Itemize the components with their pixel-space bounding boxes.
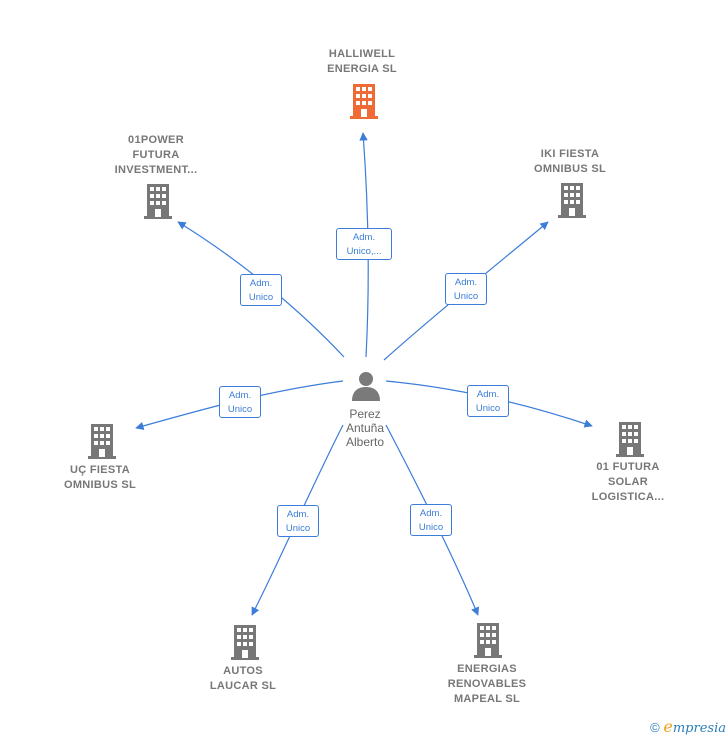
building-icon[interactable] bbox=[349, 83, 379, 119]
company-label-uc[interactable]: UÇ FIESTA OMNIBUS SL bbox=[63, 464, 137, 491]
role-badge-energias: Adm. Unico bbox=[410, 504, 452, 536]
footer-brand: © empresia bbox=[650, 717, 726, 736]
building-icon[interactable] bbox=[615, 421, 645, 457]
role-badge-01futura: Adm. Unico bbox=[467, 385, 509, 417]
brand-initial: e bbox=[663, 717, 673, 736]
company-label-halliwell[interactable]: HALLIWELL ENERGIA SL bbox=[327, 48, 397, 75]
building-icon[interactable] bbox=[143, 183, 173, 219]
building-icon[interactable] bbox=[557, 182, 587, 218]
role-badge-uc: Adm. Unico bbox=[219, 386, 261, 418]
company-label-01power[interactable]: 01POWER FUTURA INVESTMENT... bbox=[114, 134, 198, 176]
company-label-01futura[interactable]: 01 FUTURA SOLAR LOGISTICA... bbox=[591, 461, 665, 503]
building-icon[interactable] bbox=[473, 622, 503, 658]
person-icon[interactable] bbox=[350, 370, 382, 402]
company-label-energias[interactable]: ENERGIAS RENOVABLES MAPEAL SL bbox=[447, 663, 527, 705]
role-badge-01power: Adm. Unico bbox=[240, 274, 282, 306]
role-badge-iki: Adm. Unico bbox=[445, 273, 487, 305]
brand-name: mpresia bbox=[672, 721, 726, 736]
role-badge-autos: Adm. Unico bbox=[277, 505, 319, 537]
person-name[interactable]: Perez Antuña Alberto bbox=[345, 407, 385, 449]
building-icon[interactable] bbox=[230, 624, 260, 660]
company-label-iki[interactable]: IKI FIESTA OMNIBUS SL bbox=[533, 148, 607, 175]
copyright-icon: © bbox=[650, 720, 660, 735]
building-icon[interactable] bbox=[87, 423, 117, 459]
company-label-autos[interactable]: AUTOS LAUCAR SL bbox=[209, 665, 277, 692]
role-badge-halliwell: Adm. Unico,... bbox=[336, 228, 392, 260]
